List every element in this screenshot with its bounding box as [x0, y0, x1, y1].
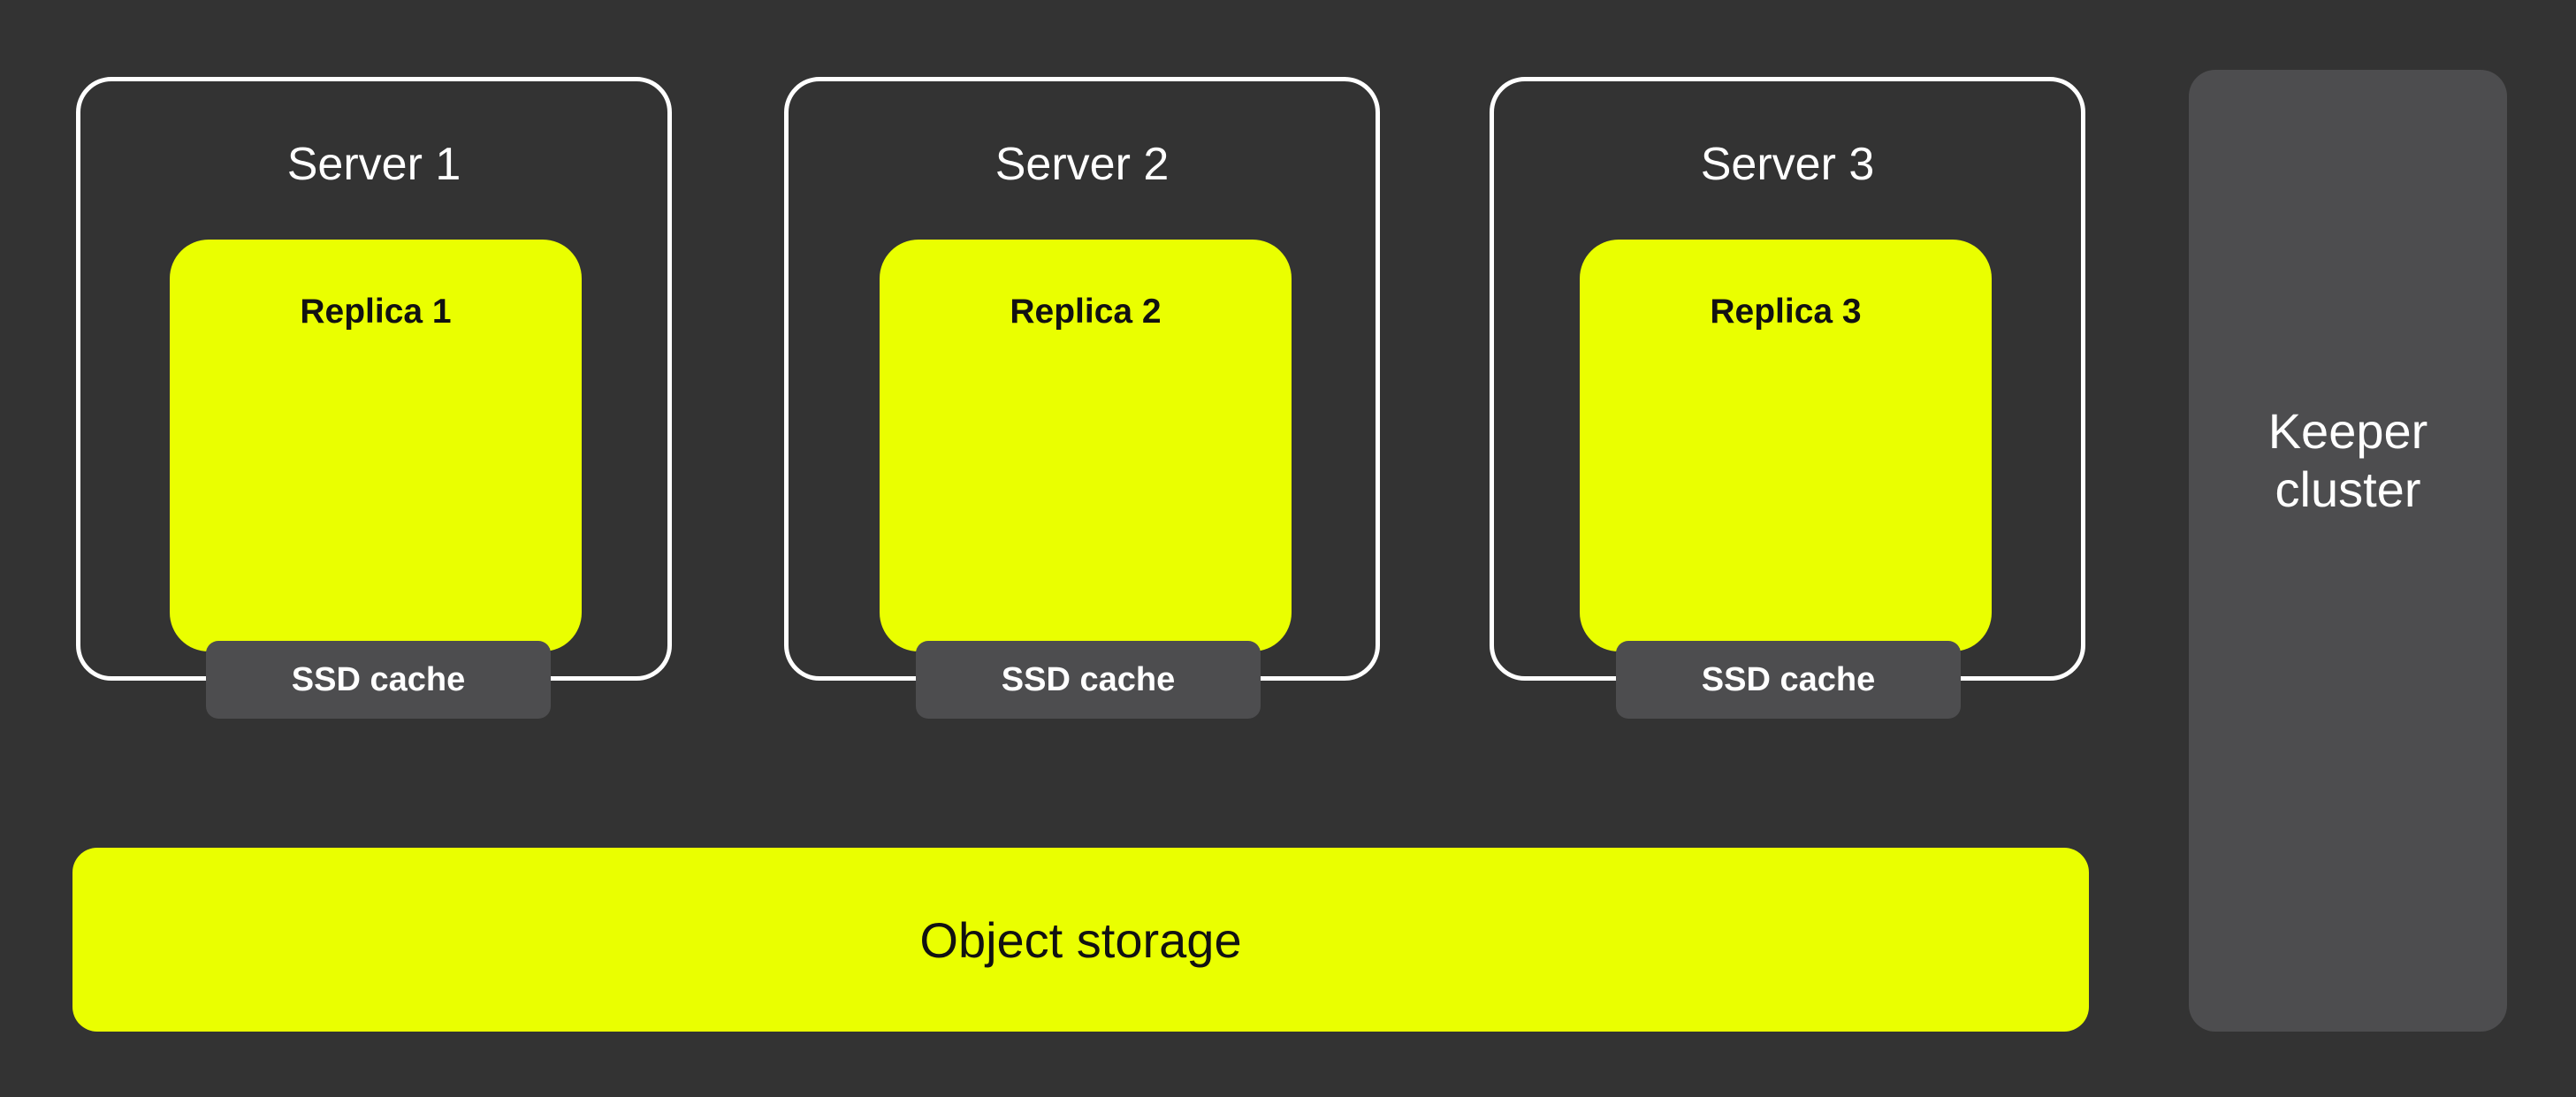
- server-title: Server 1: [286, 139, 461, 190]
- ssd-cache-1: SSD cache: [206, 641, 551, 719]
- server-title: Server 2: [995, 139, 1170, 190]
- ssd-cache-3: SSD cache: [1616, 641, 1961, 719]
- replica-title: Replica 2: [1010, 293, 1162, 331]
- server-title: Server 3: [1700, 139, 1875, 190]
- object-storage-bar: Object storage: [72, 848, 2089, 1032]
- replica-box-2: Replica 2: [880, 240, 1292, 651]
- keeper-cluster-label: Keeper cluster: [2267, 403, 2428, 517]
- keeper-cluster-box: Keeper cluster: [2189, 70, 2507, 1032]
- replica-box-1: Replica 1: [170, 240, 582, 651]
- replica-title: Replica 3: [1710, 293, 1862, 331]
- replica-box-3: Replica 3: [1580, 240, 1992, 651]
- replica-title: Replica 1: [300, 293, 452, 331]
- ssd-cache-2: SSD cache: [916, 641, 1261, 719]
